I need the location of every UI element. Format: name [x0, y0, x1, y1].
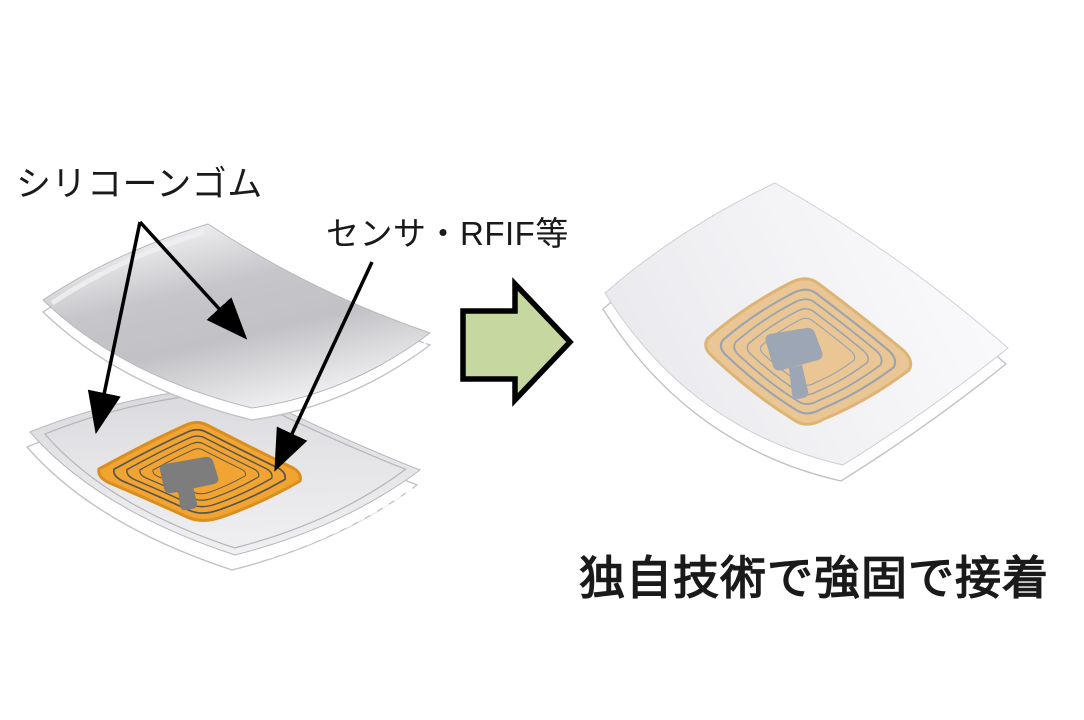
callout-arrow-to-bottom-sheet — [87, 221, 142, 435]
process-arrow-icon — [460, 277, 574, 407]
bonded-rfid-chip-lead — [789, 365, 809, 400]
bottom-sheet-rim-highlight — [239, 484, 418, 568]
rfid-chip — [159, 456, 219, 494]
top-sheet-rim-highlight — [257, 341, 427, 416]
bonded-rfid-tag — [704, 277, 913, 426]
top-sheet-edge-highlight — [50, 229, 205, 306]
callout-arrow-to-sensor — [274, 261, 374, 472]
callout-arrow-to-top-sheet — [138, 220, 248, 340]
rfid-tag — [97, 421, 302, 522]
callout-arrows — [87, 220, 374, 472]
sensor-rfif-label: センサ・RFIF等 — [326, 215, 569, 252]
bonded-rfid-chip — [765, 327, 823, 371]
bottom-silicone-sheet — [26, 384, 421, 571]
bonding-caption: 独自技術で強固で接着 — [579, 552, 1049, 604]
silicone-rubber-label: シリコーンゴム — [16, 165, 263, 204]
rfid-chip-lead — [178, 487, 198, 511]
